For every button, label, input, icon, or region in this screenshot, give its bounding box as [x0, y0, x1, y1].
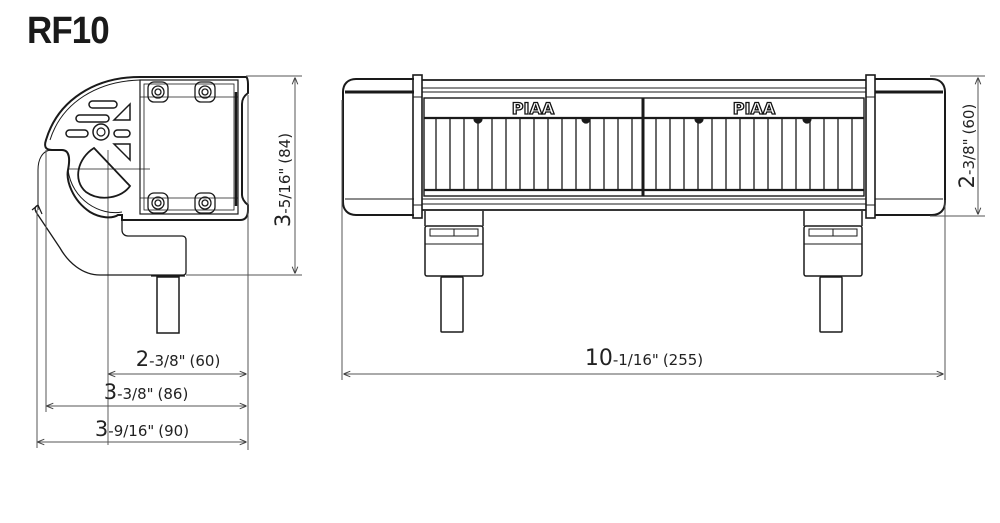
side-mount-post [156, 276, 180, 334]
vent-slots [65, 100, 131, 162]
front-width-dimension: 10-1/16"(255) [585, 346, 703, 371]
bolt-icon [147, 81, 216, 214]
right-mount-bracket [803, 211, 863, 333]
piaa-logo-right: PIAA [733, 99, 776, 118]
side-depth-dimension-86: 3-3/8"(86) [104, 380, 189, 404]
side-view [31, 76, 249, 445]
front-view [342, 74, 946, 333]
side-depth-dimension-60: 2-3/8"(60) [136, 347, 221, 371]
right-end-cap [875, 78, 946, 216]
side-bracket [34, 205, 187, 276]
piaa-logo-left: PIAA [512, 99, 555, 118]
side-housing-outline [44, 76, 249, 221]
side-height-dimension: 3-5/16"(84) [271, 133, 295, 227]
model-title: RF10 [27, 10, 110, 52]
left-end-cap [342, 78, 414, 216]
left-mount-bracket [424, 211, 484, 333]
side-dimensions [36, 75, 302, 450]
led-icon [473, 118, 812, 124]
side-back-plate [139, 79, 239, 215]
swivel-disc [77, 146, 132, 199]
side-depth-dimension-90: 3-9/16"(90) [95, 417, 189, 441]
front-height-dimension: 2-3/8"(60) [955, 104, 979, 189]
reflector-fins [435, 119, 853, 189]
front-dimensions [341, 75, 985, 380]
